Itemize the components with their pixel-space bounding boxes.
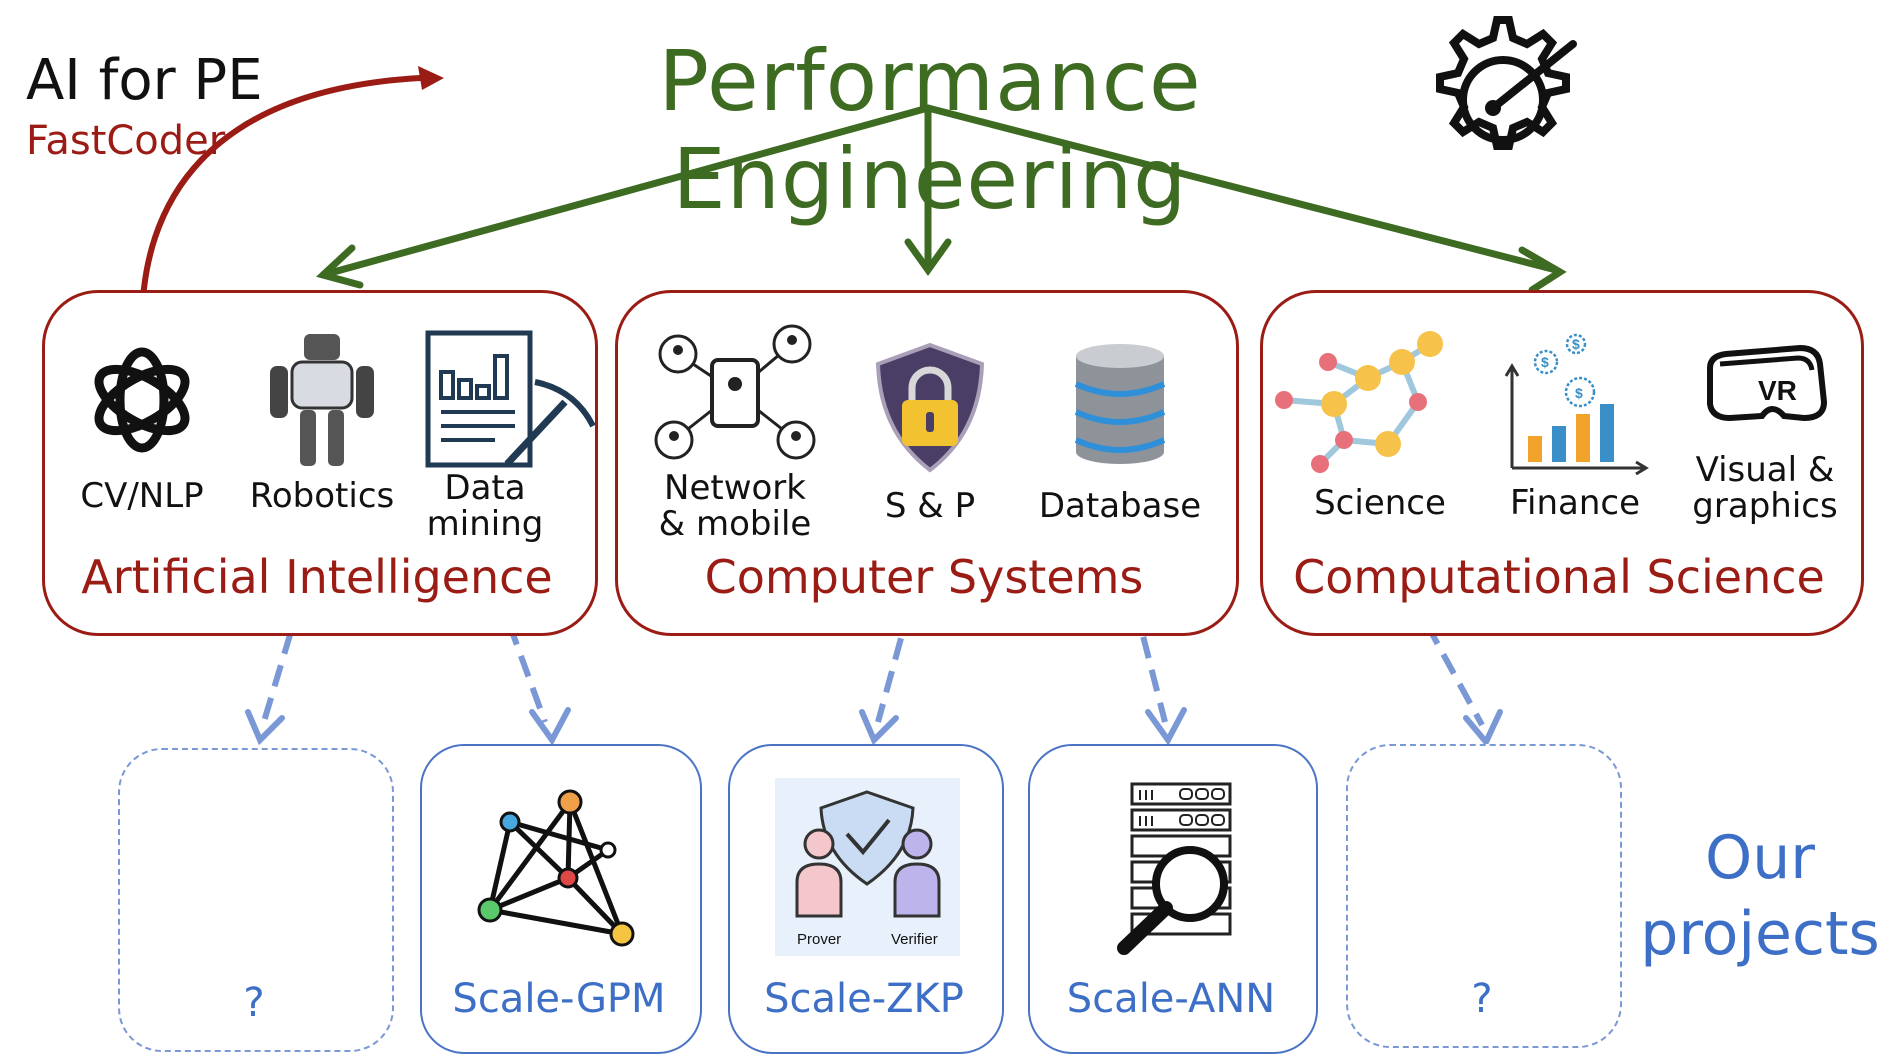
project-label-scale-ann: Scale-ANN — [1066, 976, 1276, 1022]
finance-chart-icon: $ $ $ — [1504, 333, 1649, 475]
ai-item-data-mining: Data mining — [426, 468, 544, 544]
svg-text:$: $ — [1572, 336, 1580, 352]
server-search-icon — [1117, 782, 1232, 955]
ai-item-cv-nlp: CV/NLP — [80, 476, 204, 516]
gear-speedometer-icon — [1436, 16, 1577, 150]
project-box-unknown-compsci — [1346, 744, 1622, 1048]
compsci-item-science: Science — [1314, 483, 1446, 523]
security-shield-lock-icon — [875, 342, 985, 473]
compsci-item-finance: Finance — [1509, 483, 1641, 523]
arrow-head-ai — [316, 244, 364, 289]
molecule-icon — [1275, 331, 1443, 473]
project-label-unknown-ai: ? — [243, 980, 265, 1026]
project-label-scale-zkp: Scale-ZKP — [764, 976, 964, 1022]
our-projects-label: Our projects — [1640, 823, 1880, 969]
category-box-compsci — [1260, 290, 1864, 636]
project-box-unknown-ai — [118, 748, 394, 1052]
blue-arrow-heads — [245, 707, 1503, 748]
arrow-head-cs — [904, 238, 952, 277]
data-mining-icon — [425, 330, 595, 468]
robot-icon — [270, 334, 374, 466]
database-icon — [1074, 344, 1166, 464]
page-title: Performance Engineering — [658, 32, 1202, 228]
vr-headset-icon: VR — [1707, 344, 1828, 422]
svg-text:$: $ — [1541, 354, 1549, 370]
fastcoder-label: FastCoder — [26, 118, 226, 164]
cs-item-s-and-p: S & P — [884, 486, 976, 526]
compsci-item-visual-graphics: Visual & graphics — [1692, 450, 1838, 526]
svg-text:Verifier: Verifier — [891, 931, 938, 948]
openai-logo-icon — [94, 347, 190, 453]
svg-text:$: $ — [1575, 385, 1583, 401]
ai-item-robotics: Robotics — [249, 476, 395, 516]
arrow-head-compsci — [1518, 246, 1567, 294]
category-title-cs: Computer Systems — [704, 550, 1144, 604]
graph-network-icon — [477, 789, 635, 947]
cs-item-database: Database — [1038, 486, 1202, 526]
category-title-ai: Artificial Intelligence — [81, 550, 553, 604]
network-mobile-icon — [654, 324, 816, 460]
project-label-scale-gpm: Scale-GPM — [452, 976, 666, 1022]
ai-for-pe-label: AI for PE — [26, 48, 263, 113]
prover-verifier-icon: Prover Verifier — [775, 778, 960, 956]
svg-text:Prover: Prover — [797, 931, 841, 948]
cs-item-network-mobile: Network & mobile — [658, 468, 812, 544]
svg-text:VR: VR — [1758, 375, 1797, 406]
project-label-unknown-compsci: ? — [1471, 976, 1493, 1022]
category-title-compsci: Computational Science — [1293, 550, 1825, 604]
